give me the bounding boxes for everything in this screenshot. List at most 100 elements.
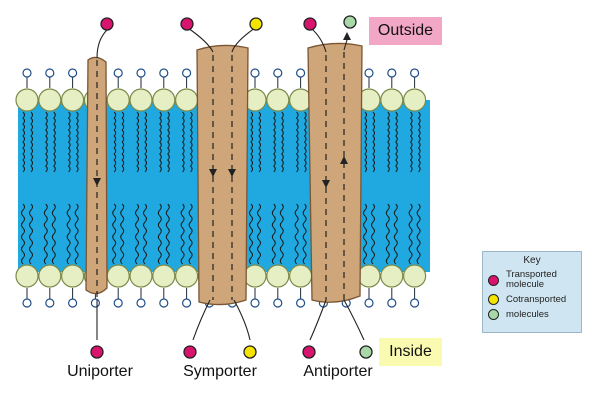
lipid-glycerol-bottom [364,298,374,308]
phospholipid-head-bottom [380,264,404,288]
transport-proteins [85,27,365,341]
lipid-tail [364,111,367,173]
key-item-molecules: molecules [488,309,576,320]
lipid-tail [51,203,56,265]
symporter-cotransported-outside [249,17,263,31]
antiporter-arrow-out [340,156,348,164]
lipid-tail [371,203,375,265]
lipid-tail [21,203,25,265]
lipid-glycerol-top [250,68,260,78]
antiporter-arrow-exit [343,32,351,40]
lipid-tail [43,203,48,265]
lipid-tail [395,111,398,173]
antiporter-exchanged-inside [359,345,373,359]
lipid-tail [372,111,375,173]
lipid-tail [181,111,185,173]
phospholipid-head-bottom [38,264,62,288]
key-label-transported-2: molecule [506,279,545,290]
lipid-glycerol-bottom [67,298,78,308]
lipid-tail [250,111,253,173]
lipid-glycerol-top [22,68,32,78]
lipid-glycerol-top [410,68,420,78]
lipid-tail [258,111,261,173]
key-title: Key [523,255,541,266]
lipid-tail [53,111,56,173]
lipid-glycerol-bottom [410,298,420,308]
symporter-path-exit-2 [233,299,251,341]
lipid-glycerol-bottom [387,298,397,308]
lipid-tail [29,203,33,265]
lipid-glycerol-bottom [273,298,283,308]
phospholipid-head-bottom [403,264,427,288]
symporter-path-exit-1 [192,299,211,341]
phospholipid-head-top [266,88,290,112]
lipid-tail [22,111,25,173]
lipid-glycerol-bottom [296,298,306,308]
lipid-tail [409,111,413,173]
lipid-glycerol-top [296,68,306,78]
phospholipid-head-bottom [175,264,199,288]
lipid-glycerol-top [45,68,55,78]
symporter-arrow-1 [209,169,217,177]
lipid-tail [143,203,147,265]
lipid-glycerol-top [364,68,374,78]
lipid-glycerol-bottom [136,298,146,308]
symporter-arrow-2 [228,169,236,177]
phospholipid-head-top [152,88,176,112]
lipid-tail [67,111,71,173]
uniporter-molecule-outside [100,17,114,31]
symporter-label: Symporter [183,363,257,380]
uniporter-label: Uniporter [67,363,133,380]
lipid-tail [281,111,284,173]
antiporter-transported-outside [303,17,317,31]
lipid-tail [157,203,162,265]
lipid-glycerol-bottom [182,298,192,308]
lipid-tail [75,111,79,173]
phospholipid-head-top [380,88,404,112]
phospholipid-head-top [403,88,427,112]
phospholipid-head-bottom [266,264,290,288]
symporter-protein [196,44,249,306]
phospholipid-head-bottom [129,264,153,288]
lipid-tail [408,203,413,265]
lipid-tail [66,203,71,265]
phospholipid-head-bottom [357,264,381,288]
lipid-tail [180,203,185,265]
lipid-tail [294,203,299,265]
lipid-tail [271,203,276,265]
lipid-tail [135,203,139,265]
phospholipid-head-top [129,88,153,112]
phospholipid-head-bottom [15,264,39,288]
symporter-transported-inside [183,345,197,359]
uniporter-molecule-inside [90,345,104,359]
phospholipid-head-top [38,88,62,112]
antiporter-arrow-in [322,180,330,188]
lipid-glycerol-bottom [250,298,260,308]
lipid-tail [30,111,33,173]
lipid-tail [136,111,139,173]
antiporter-path-exit-outside [343,39,348,51]
key-label-cotransported: Cotransported [506,293,567,305]
antiporter-protein [307,42,363,303]
lipid-tail [363,203,367,265]
lipid-glycerol-top [273,68,283,78]
lipid-glycerol-top [387,68,397,78]
lipid-tail [74,203,79,265]
lipid-tail [113,111,117,173]
lipid-tail [189,111,193,173]
lipid-tail [112,203,117,265]
lipid-tail [144,111,147,173]
lipid-tail [393,203,398,265]
lipid-glycerol-bottom [22,298,32,308]
lipid-glycerol-top [159,68,169,78]
phospholipid-head-bottom [60,264,85,288]
lipid-glycerol-top [67,68,78,78]
phospholipid-head-top [60,88,85,112]
lipid-tail [303,111,307,173]
key-label-molecules: molecules [506,308,549,320]
lipid-tail [302,203,307,265]
antiporter-path-entry-inside [343,299,365,341]
lipid-tail [385,203,390,265]
